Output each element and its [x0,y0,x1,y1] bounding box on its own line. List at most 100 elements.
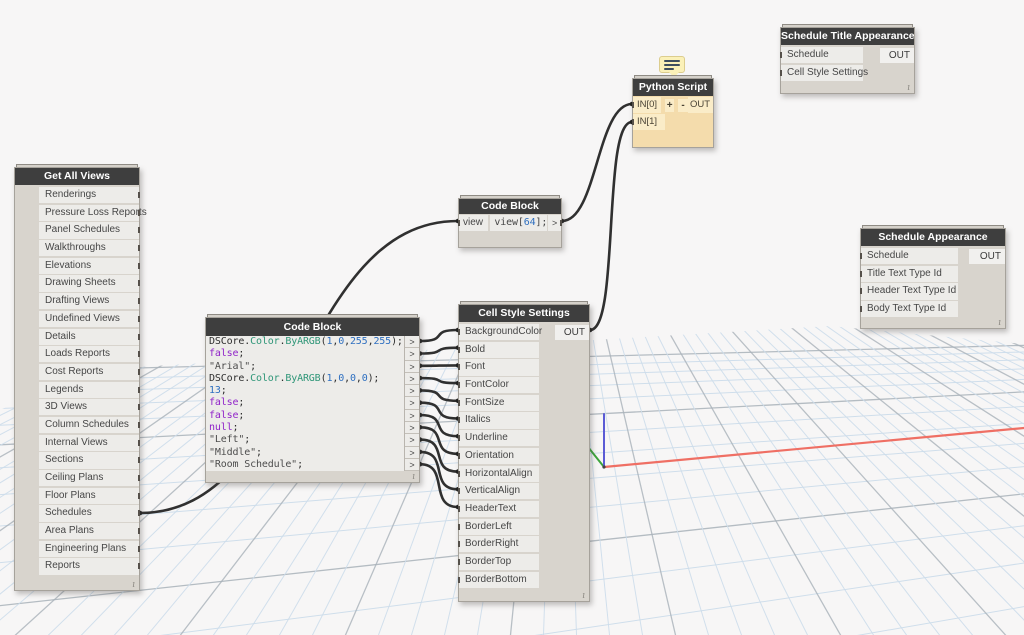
node-code-block-view[interactable]: Code Block view view[64]; > [458,198,562,248]
code-line[interactable]: false; [206,348,404,360]
input-port[interactable]: HorizontalAlign [459,466,539,482]
node-title[interactable]: Schedule Appearance [861,229,1005,246]
output-port[interactable]: Floor Plans [39,488,139,504]
output-port[interactable]: Panel Schedules [39,222,139,238]
output-port[interactable]: Walkthroughs [39,240,139,256]
input-port[interactable]: BorderTop [459,554,539,570]
output-port[interactable]: > [405,361,419,373]
output-port-out[interactable]: OUT [555,325,589,340]
input-port[interactable]: BorderRight [459,536,539,552]
output-port[interactable]: Schedules [39,505,139,521]
input-port[interactable]: Schedule [781,47,863,63]
input-port[interactable]: Bold [459,342,539,358]
note-line [664,60,680,62]
input-port[interactable]: BackgroundColor [459,324,539,340]
input-port-view[interactable]: view [459,215,488,231]
input-port[interactable]: Cell Style Settings [781,65,863,81]
output-port[interactable]: > [405,385,419,397]
input-port[interactable]: Schedule [861,248,958,264]
wire[interactable] [562,104,632,221]
remove-input-button[interactable]: - [678,99,687,112]
output-port[interactable]: Renderings [39,187,139,203]
input-port[interactable]: Orientation [459,448,539,464]
wire[interactable] [590,122,632,330]
input-port[interactable]: Title Text Type Id [861,266,958,282]
code-line[interactable]: null; [206,422,404,434]
code-line[interactable]: "Arial"; [206,361,404,373]
node-title[interactable]: Python Script [633,79,713,96]
code-line[interactable]: 13; [206,385,404,397]
node-schedule-title-appearance[interactable]: Schedule Title Appearance ScheduleCell S… [780,27,915,94]
output-port[interactable]: Cost Reports [39,364,139,380]
output-port[interactable]: Loads Reports [39,346,139,362]
output-port[interactable]: > [405,410,419,422]
output-port[interactable]: Sections [39,452,139,468]
code-line[interactable]: false; [206,397,404,409]
add-input-button[interactable]: + [665,99,674,112]
node-python-script[interactable]: Python Script IN[0] + - OUT IN[1] [632,78,714,148]
node-title[interactable]: Get All Views [15,168,139,185]
input-port[interactable]: Font [459,359,539,375]
node-schedule-appearance[interactable]: Schedule Appearance ScheduleTitle Text T… [860,228,1006,329]
input-port[interactable]: Body Text Type Id [861,301,958,317]
code-line[interactable]: DSCore.Color.ByARGB(1,0,0,0); [206,373,404,385]
output-port[interactable]: Drawing Sheets [39,275,139,291]
output-port[interactable]: > [405,422,419,434]
output-port-out[interactable]: OUT [880,48,914,63]
output-port[interactable]: Column Schedules [39,417,139,433]
node-code-block-values[interactable]: Code Block DSCore.Color.ByARGB(1,0,255,2… [205,317,420,483]
code-line[interactable]: "Middle"; [206,447,404,459]
output-port[interactable]: Internal Views [39,435,139,451]
output-port[interactable]: Drafting Views [39,293,139,309]
wire[interactable] [420,378,458,383]
wire[interactable] [420,390,458,400]
output-port[interactable]: Pressure Loss Reports [39,205,139,221]
output-port[interactable]: Details [39,329,139,345]
input-port[interactable]: FontColor [459,377,539,393]
node-title[interactable]: Code Block [206,318,419,336]
lacing-indicator: ı [582,591,585,601]
code-editor[interactable]: DSCore.Color.ByARGB(1,0,255,255);false;"… [206,336,405,471]
output-port[interactable]: Ceiling Plans [39,470,139,486]
output-port[interactable]: > [405,397,419,409]
input-port[interactable]: HeaderText [459,501,539,517]
node-get-all-views[interactable]: Get All Views RenderingsPressure Loss Re… [14,167,140,591]
output-port[interactable]: 3D Views [39,399,139,415]
output-port[interactable]: > [405,336,419,348]
input-port-in1[interactable]: IN[1] [633,114,665,130]
output-port[interactable]: > [548,215,561,231]
wire[interactable] [420,330,458,341]
note-lines-icon[interactable] [659,56,685,73]
lacing-indicator: ı [998,318,1001,328]
input-port[interactable]: Header Text Type Id [861,283,958,299]
code-line[interactable]: "Room Schedule"; [206,459,404,471]
code-line[interactable]: DSCore.Color.ByARGB(1,0,255,255); [206,336,404,348]
code-editor[interactable]: view[64]; [490,215,547,231]
node-cell-style-settings[interactable]: Cell Style Settings BackgroundColorBoldF… [458,304,590,602]
input-port[interactable]: Underline [459,430,539,446]
output-port[interactable]: Undefined Views [39,311,139,327]
output-port[interactable]: > [405,434,419,446]
wire[interactable] [420,348,458,354]
node-title[interactable]: Cell Style Settings [459,305,589,322]
output-port[interactable]: > [405,373,419,385]
node-title[interactable]: Code Block [459,199,561,214]
input-port[interactable]: BorderBottom [459,572,539,588]
output-port[interactable]: Engineering Plans [39,541,139,557]
code-line[interactable]: false; [206,410,404,422]
output-port[interactable]: Legends [39,382,139,398]
input-port[interactable]: VerticalAlign [459,483,539,499]
code-line[interactable]: "Left"; [206,434,404,446]
output-port[interactable]: > [405,348,419,360]
output-port[interactable]: Reports [39,558,139,574]
node-title[interactable]: Schedule Title Appearance [781,28,914,45]
input-port-in0[interactable]: IN[0] [633,97,661,113]
output-port-out[interactable]: OUT [688,97,713,113]
output-port[interactable]: Elevations [39,258,139,274]
output-port-out[interactable]: OUT [969,249,1005,264]
input-port[interactable]: BorderLeft [459,519,539,535]
output-port[interactable]: Area Plans [39,523,139,539]
input-port[interactable]: Italics [459,412,539,428]
input-port[interactable]: FontSize [459,395,539,411]
output-port[interactable]: > [405,447,419,459]
